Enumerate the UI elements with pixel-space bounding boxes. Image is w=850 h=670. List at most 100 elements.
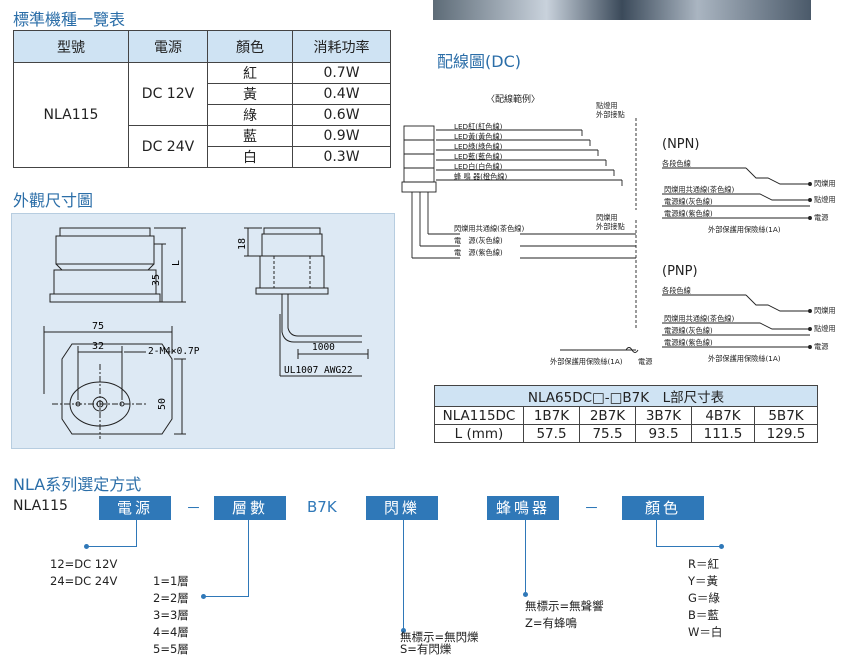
lamp-base bbox=[53, 269, 157, 295]
tier-option: 2=2層 bbox=[153, 591, 189, 605]
power-leader-dot bbox=[84, 544, 89, 549]
pnp-purple: 電源線(紫色線) bbox=[664, 338, 713, 347]
tier-option: 4=4層 bbox=[153, 625, 189, 639]
length-cell: 2B7K bbox=[579, 406, 636, 425]
col-model: 型號 bbox=[13, 30, 129, 63]
dim-width: 75 bbox=[92, 321, 104, 332]
power-cell: 0.3W bbox=[292, 146, 391, 168]
led-red-label: LED紅(紅色線) bbox=[454, 122, 503, 131]
pnp-out-light: 點燈用 bbox=[814, 324, 836, 333]
buzzer-box: 蜂鳴器 bbox=[487, 496, 559, 520]
pnp-color-wires: 各段色線 bbox=[662, 286, 691, 295]
power-gray-label: 電 源(灰色線) bbox=[454, 236, 503, 245]
tiers-leader-dot bbox=[201, 594, 206, 599]
power-cell: 0.9W bbox=[292, 125, 391, 147]
standard-models-title: 標準機種一覽表 bbox=[13, 10, 126, 29]
tier-option: 5=5層 bbox=[153, 642, 189, 656]
dimension-drawing-panel: 35 L 18 75 32 2-M4×0.7P 50 1000 UL1007 A… bbox=[11, 213, 395, 449]
col-power: 電源 bbox=[128, 30, 208, 63]
col-consumption: 消耗功率 bbox=[292, 30, 391, 63]
led-blue-label: LED藍(藍色線) bbox=[454, 152, 503, 161]
pnp-out-flash: 閃爍用 bbox=[814, 306, 836, 315]
voltage-cell: DC 24V bbox=[128, 125, 208, 168]
dim-top: 18 bbox=[237, 238, 248, 250]
length-cell: 75.5 bbox=[579, 424, 636, 443]
dim-screw: 2-M4×0.7P bbox=[148, 346, 200, 357]
power-cell: 0.7W bbox=[292, 62, 391, 84]
length-cell: 1B7K bbox=[523, 406, 580, 425]
dim-cable-length: 1000 bbox=[312, 342, 335, 353]
power-cell: 0.4W bbox=[292, 83, 391, 105]
buzzer-option: Z=有蜂鳴 bbox=[525, 616, 578, 630]
npn-purple: 電源線(紫色線) bbox=[664, 209, 713, 218]
fuse-label: 外部保護用保險絲(1A) bbox=[550, 357, 623, 366]
standard-models-table: 型號 電源 顏色 消耗功率 NLA115 DC 12V 紅 0.7W 黃 0.4… bbox=[13, 30, 391, 168]
color-leader bbox=[656, 520, 722, 547]
color-options: R＝紅 Y＝黃 G＝綠 B＝藍 W＝白 bbox=[688, 556, 722, 641]
model-cell: NLA115 bbox=[13, 62, 129, 168]
flash-contact-label: 閃爍用外部接點 bbox=[596, 213, 625, 231]
tier-option: 1=1層 bbox=[153, 574, 189, 588]
length-cell: 5B7K bbox=[754, 406, 818, 425]
col-color: 顏色 bbox=[207, 30, 293, 63]
lamp-top-cap bbox=[59, 227, 151, 237]
color-leader-dot bbox=[719, 544, 724, 549]
tier-option: 3=3層 bbox=[153, 608, 189, 622]
b7k-text: B7K bbox=[307, 498, 337, 516]
length-cell: 4B7K bbox=[691, 406, 755, 425]
dimensions-title: 外觀尺寸圖 bbox=[13, 191, 94, 210]
power-box: 電源 bbox=[99, 496, 171, 520]
flash-leader-dot bbox=[401, 628, 406, 633]
led-green-label: LED綠(綠色線) bbox=[454, 142, 503, 151]
color-option: G＝綠 bbox=[688, 591, 720, 605]
buzzer-leader-dot bbox=[523, 592, 528, 597]
flash-leader bbox=[403, 520, 404, 630]
npn-out-power: 電源 bbox=[814, 213, 828, 222]
wiring-example-label: 〈配線範例〉 bbox=[486, 93, 540, 105]
color-cell: 白 bbox=[207, 146, 293, 168]
external-contact-label: 點燈用外部接點 bbox=[596, 101, 625, 119]
dim-cable-spec: UL1007 AWG22 bbox=[284, 365, 353, 376]
wiring-diagram: 〈配線範例〉 點燈用外部接點 閃爍用外部接點 LED紅(紅色線) LED黃(黃色… bbox=[401, 93, 836, 366]
npn-label: (NPN) bbox=[662, 137, 699, 152]
npn-common: 閃爍用共通線(茶色線) bbox=[664, 185, 734, 194]
dimension-drawing: 35 L 18 75 32 2-M4×0.7P 50 1000 UL1007 A… bbox=[43, 227, 369, 439]
length-cell: 3B7K bbox=[635, 406, 692, 425]
power-options: 12=DC 12V 24=DC 24V bbox=[50, 556, 117, 590]
voltage-cell: DC 12V bbox=[128, 62, 208, 126]
flash-options: 無標示=無閃爍 S=有閃爍 bbox=[400, 631, 479, 655]
color-cell: 綠 bbox=[207, 104, 293, 126]
length-cell: 57.5 bbox=[523, 424, 580, 443]
pnp-out-power: 電源 bbox=[814, 342, 828, 351]
led-white-label: LED白(白色線) bbox=[454, 162, 503, 171]
length-cell: L (mm) bbox=[434, 424, 524, 443]
color-cell: 紅 bbox=[207, 62, 293, 84]
power-purple-label: 電 源(紫色線) bbox=[454, 248, 503, 257]
color-option: W＝白 bbox=[688, 625, 723, 639]
dim-length: L bbox=[171, 260, 182, 266]
dim-depth: 50 bbox=[157, 398, 168, 410]
power-option: 24=DC 24V bbox=[50, 574, 118, 588]
tiers-leader bbox=[203, 520, 249, 597]
length-table-title: NLA65DC□-□B7K L部尺寸表 bbox=[434, 385, 818, 407]
color-option: R＝紅 bbox=[688, 557, 719, 571]
pnp-common: 閃爍用共通線(茶色線) bbox=[664, 314, 734, 323]
color-cell: 藍 bbox=[207, 125, 293, 147]
color-option: B＝藍 bbox=[688, 608, 719, 622]
buzzer-option: 無標示=無聲響 bbox=[525, 599, 604, 613]
npn-fuse: 外部保護用保險絲(1A) bbox=[708, 225, 781, 234]
npn-out-light: 點燈用 bbox=[814, 195, 836, 204]
dash-1: － bbox=[186, 499, 202, 517]
color-cell: 黃 bbox=[207, 83, 293, 105]
led-yellow-label: LED黃(黃色線) bbox=[454, 132, 503, 141]
power-option: 12=DC 12V bbox=[50, 557, 118, 571]
length-cell: 93.5 bbox=[635, 424, 692, 443]
dim-hole-spacing: 32 bbox=[92, 341, 104, 352]
selection-model: NLA115 bbox=[13, 498, 68, 514]
length-cell: 129.5 bbox=[754, 424, 818, 443]
pnp-fuse: 外部保護用保險絲(1A) bbox=[708, 354, 781, 363]
product-photo-strip bbox=[433, 0, 811, 20]
length-table: NLA65DC□-□B7K L部尺寸表 NLA115DC 1B7K 2B7K 3… bbox=[434, 385, 818, 443]
base-top-view bbox=[61, 343, 173, 435]
npn-color-wires: 各段色線 bbox=[662, 159, 691, 168]
